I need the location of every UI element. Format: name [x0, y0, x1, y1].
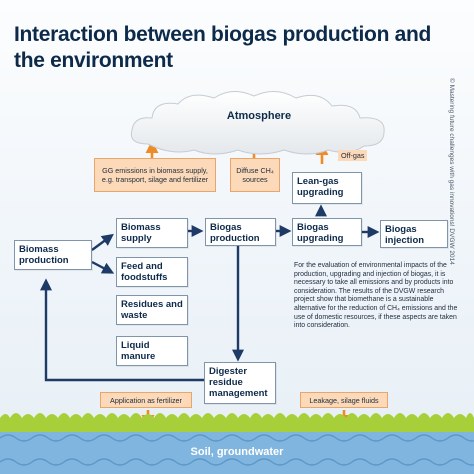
atmosphere-cloud: Atmosphere [128, 86, 390, 158]
wave-line-1 [0, 434, 474, 442]
box-feed-foodstuffs: Feed and foodstuffs [116, 257, 188, 287]
atmosphere-label: Atmosphere [226, 110, 292, 122]
soil-groundwater-label: Soil, groundwater [190, 446, 284, 458]
box-biomass-supply: Biomass supply [116, 218, 188, 248]
arrow-production-to-supply [91, 233, 114, 251]
arrow-production-to-feed [91, 260, 115, 274]
cloud-shape [130, 91, 385, 155]
water-band [0, 432, 474, 474]
leakage-label: Leakage, silage fluids [300, 392, 388, 408]
box-biomass-production: Biomass production [14, 240, 92, 270]
gg-emissions-box: GG emissions in biomass supply, e.g. tra… [94, 158, 216, 192]
diagram-title: Interaction between biogas production an… [14, 23, 432, 72]
fertilizer-label: Application as fertilizer [100, 392, 192, 408]
box-digester-residue: Digester residue management [204, 362, 276, 404]
box-biogas-injection: Biogas injection [380, 220, 448, 248]
arrow-digester-to-production [40, 278, 206, 382]
off-gas-label: Off-gas [338, 150, 368, 161]
wave-line-2 [0, 458, 474, 466]
diffuse-ch4-box: Diffuse CH₄ sources [230, 158, 280, 192]
box-biogas-upgrading: Biogas upgrading [292, 218, 362, 246]
box-lean-gas-upgrading: Lean-gas upgrading [292, 172, 362, 204]
evaluation-note: For the evaluation of environmental impa… [294, 262, 458, 330]
box-residues-waste: Residues and waste [116, 295, 188, 325]
box-biogas-production: Biogas production [205, 218, 276, 246]
box-liquid-manure: Liquid manure [116, 336, 188, 366]
